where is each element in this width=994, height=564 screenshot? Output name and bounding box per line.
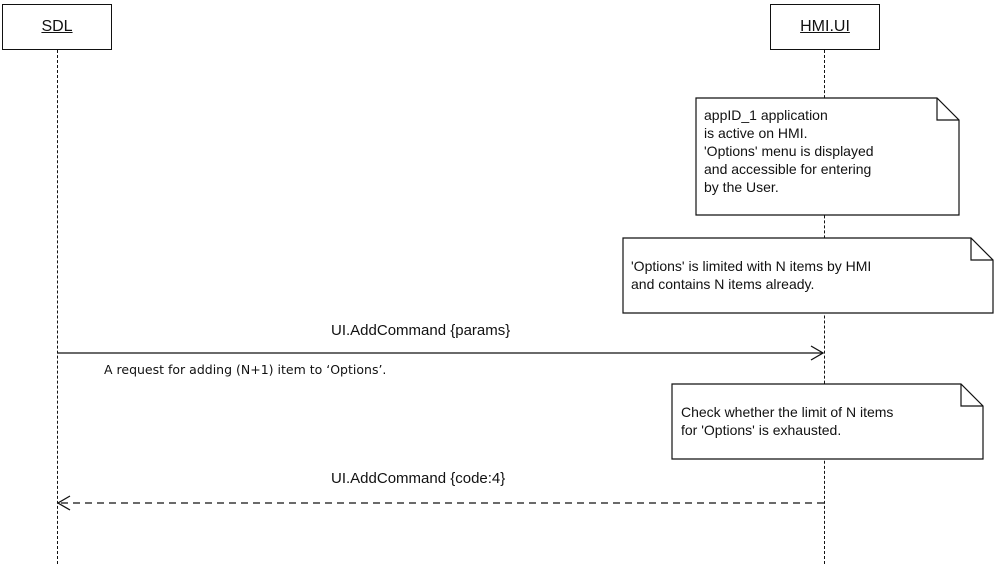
note-2 — [622, 237, 994, 314]
lifeline-sdl-label: SDL — [41, 18, 73, 35]
message-1-comment: A request for adding (N+1) item to ‘Opti… — [104, 362, 387, 377]
note-2-text: 'Options' is limited with N items by HMI… — [631, 258, 872, 292]
lifeline-sdl — [57, 50, 58, 564]
message-2-arrow — [56, 495, 824, 511]
note-3 — [671, 383, 984, 460]
lifeline-sdl-header: SDL — [2, 4, 112, 50]
note-3-text: Check whether the limit of N items for '… — [681, 404, 894, 438]
lifeline-hmi-header: HMI.UI — [770, 4, 880, 50]
message-2-label: UI.AddCommand {code:4} — [331, 470, 506, 487]
note-1 — [695, 97, 960, 216]
note-1-text: appID_1 application is active on HMI. 'O… — [704, 107, 874, 195]
message-1-label: UI.AddCommand {params} — [331, 322, 511, 339]
message-1-arrow — [57, 345, 825, 361]
lifeline-hmi-label: HMI.UI — [800, 18, 850, 35]
